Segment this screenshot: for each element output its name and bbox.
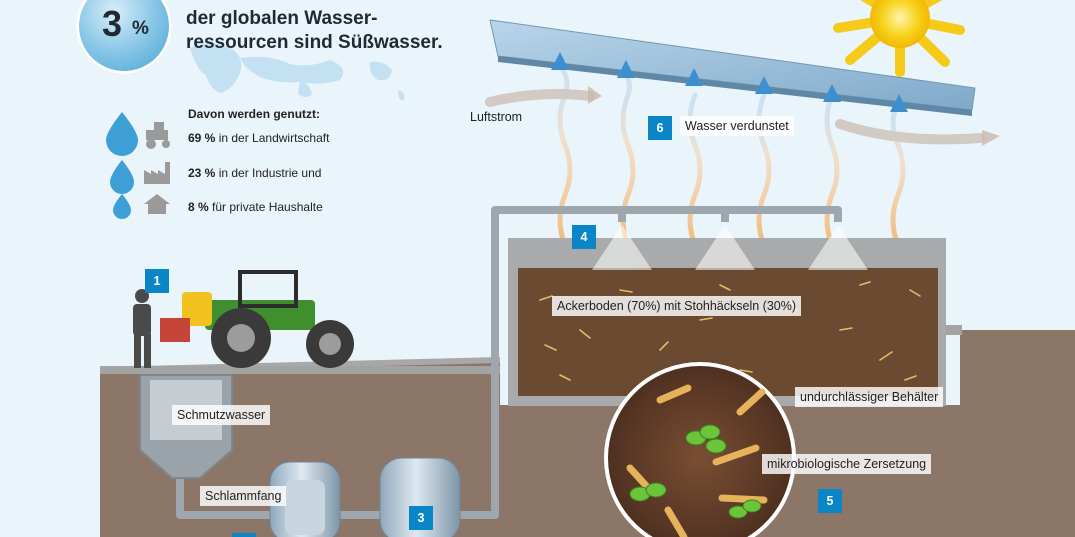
freshwater-percentage-badge: 3 % — [76, 0, 172, 74]
label-behaelter: undurchlässiger Behälter — [795, 387, 944, 407]
freshwater-percent-value: 3 — [102, 3, 123, 44]
label-luftstrom: Luftstrom — [470, 110, 523, 124]
filter-tank — [379, 457, 461, 537]
label-schlammfang: Schlammfang — [200, 486, 287, 506]
headline-line-2: ressourcen sind Süßwasser. — [186, 32, 443, 53]
label-schmutzwasser: Schmutzwasser — [172, 405, 271, 425]
water-drop-icon — [106, 112, 138, 219]
label-ackerboden: Ackerboden (70%) mit Stohhäckseln (30%) — [552, 296, 802, 316]
water-drop-circle — [76, 0, 172, 74]
sun-icon — [833, 0, 965, 77]
step-badge-1: 1 — [145, 269, 169, 293]
tractor-icon — [146, 122, 170, 149]
worker-silhouette — [133, 289, 151, 368]
microbe-zoom-circle — [604, 362, 796, 537]
sprinkler-spray — [592, 225, 868, 270]
usage-item-agriculture: 69 % in der Landwirtschaft — [188, 131, 330, 145]
ground — [100, 330, 1075, 537]
world-map-icon — [190, 43, 405, 101]
usage-heading: Davon werden genutzt: — [188, 107, 321, 121]
freshwater-percent-sign: % — [132, 18, 149, 39]
airflow-arrow-icon — [485, 89, 985, 145]
step-badge-2-partial — [232, 533, 256, 537]
usage-item-households: 8 % für private Haushalte — [188, 200, 323, 214]
step-badge-6: 6 — [648, 116, 672, 140]
step-badge-3: 3 — [409, 506, 433, 530]
headline-line-1: der globalen Wasser- — [186, 8, 378, 29]
factory-icon — [144, 162, 170, 184]
water-pipe — [176, 206, 842, 519]
usage-icons — [106, 112, 170, 219]
label-zersetzung: mikrobiologische Zersetzung — [762, 454, 932, 474]
tractor-illustration — [160, 270, 354, 368]
house-icon — [144, 194, 170, 214]
label-wasser-verdunstet: Wasser verdunstet — [680, 116, 794, 136]
step-badge-4: 4 — [572, 225, 596, 249]
usage-item-industry: 23 % in der Industrie und — [188, 166, 322, 180]
step-badge-5: 5 — [818, 489, 842, 513]
